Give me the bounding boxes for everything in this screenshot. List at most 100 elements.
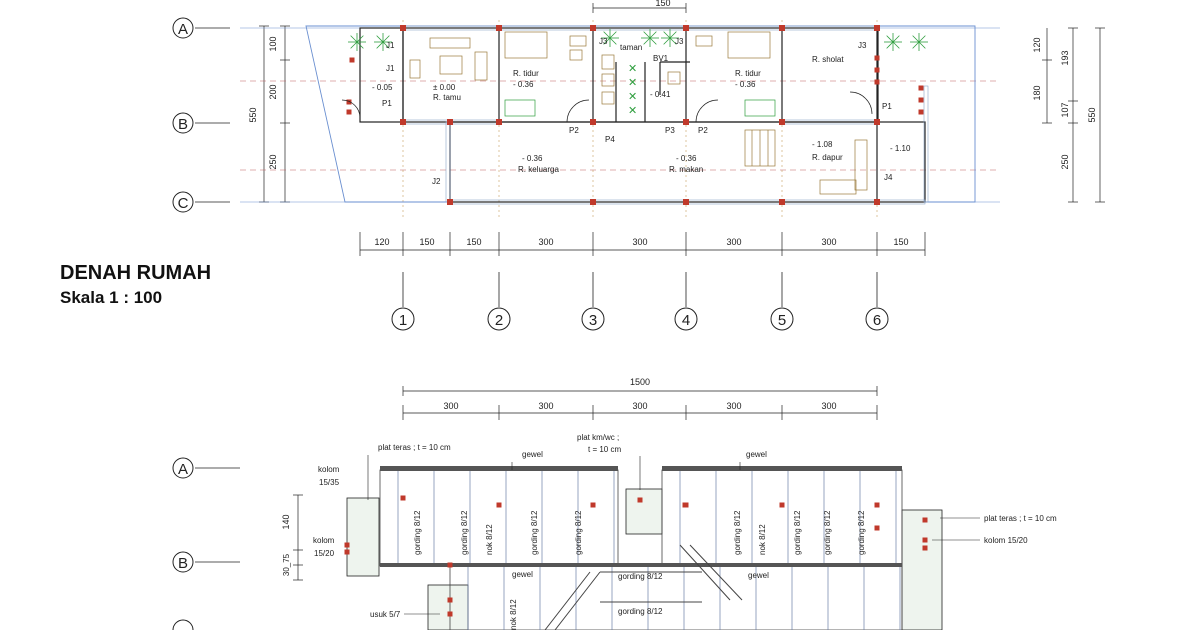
svg-text:gording 8/12: gording 8/12 bbox=[460, 510, 469, 555]
grid-col-3: 3 bbox=[581, 272, 605, 331]
grid-columns: 1 2 3 4 5 6 bbox=[391, 272, 889, 331]
callout-kolom-c: kolom bbox=[313, 536, 335, 545]
plant-symbol bbox=[374, 33, 392, 51]
svg-text:300: 300 bbox=[538, 237, 553, 247]
dim-140: 140 bbox=[281, 514, 291, 529]
label-j3-b: J3 bbox=[675, 37, 684, 46]
roof-column bbox=[874, 502, 880, 508]
dim-550-right: 550 bbox=[1087, 107, 1097, 122]
svg-text:B: B bbox=[178, 116, 188, 133]
column bbox=[683, 199, 689, 205]
shrub-symbol: ✕ bbox=[628, 91, 637, 103]
roof-column bbox=[344, 542, 350, 548]
column bbox=[683, 25, 689, 31]
room-labels: ± 0.00 R. tamu R. tidur - 0.36 taman R. … bbox=[372, 43, 911, 174]
callout-kolom-a: kolom bbox=[318, 465, 340, 474]
nightstand-symbol bbox=[569, 35, 587, 47]
column bbox=[779, 25, 785, 31]
svg-text:A: A bbox=[178, 461, 188, 478]
grid-col-6: 6 bbox=[865, 272, 889, 331]
label-taman: taman bbox=[620, 43, 642, 52]
dim-550-left: 550 bbox=[248, 107, 258, 122]
callout-usuk: usuk 5/7 bbox=[370, 610, 401, 619]
callout-gewel-2: gewel bbox=[746, 450, 767, 459]
callout-kolom-d: 15/20 bbox=[314, 549, 335, 558]
plat-teras-left bbox=[346, 497, 380, 577]
label-r-dapur: R. dapur bbox=[812, 153, 843, 162]
coffee-table-symbol bbox=[439, 55, 463, 75]
roof-column bbox=[400, 495, 406, 501]
callout-gewel-3: gewel bbox=[512, 570, 533, 579]
column bbox=[496, 119, 502, 125]
grid-row-b: B bbox=[172, 112, 230, 134]
dim-107-right: 107 bbox=[1060, 102, 1070, 117]
roof-grid-row-a: A bbox=[172, 457, 240, 479]
svg-text:150: 150 bbox=[419, 237, 434, 247]
wc-symbol bbox=[601, 54, 615, 70]
side-sofa-symbol bbox=[474, 51, 488, 81]
svg-text:B: B bbox=[178, 555, 188, 572]
svg-text:gording 8/12: gording 8/12 bbox=[618, 607, 663, 616]
svg-text:4: 4 bbox=[682, 312, 690, 329]
roof-column bbox=[922, 537, 928, 543]
svg-text:300: 300 bbox=[538, 401, 553, 411]
svg-text:gording 8/12: gording 8/12 bbox=[823, 510, 832, 555]
dim-200: 200 bbox=[268, 84, 278, 99]
svg-text:nok 8/12: nok 8/12 bbox=[485, 524, 494, 555]
label-j1-b: J1 bbox=[386, 64, 395, 73]
column bbox=[590, 25, 596, 31]
label-j1-a: J1 bbox=[386, 41, 395, 50]
label-p2-a: P2 bbox=[569, 126, 579, 135]
structural-columns bbox=[346, 25, 924, 205]
dim-1500: 1500 bbox=[630, 377, 650, 387]
plant-symbol bbox=[348, 33, 366, 51]
grid-col-2: 2 bbox=[487, 272, 511, 331]
level-dapur: - 1.08 bbox=[812, 140, 833, 149]
sofa-symbol bbox=[429, 37, 471, 49]
roof-column bbox=[779, 502, 785, 508]
callout-kolom-right: kolom 15/20 bbox=[984, 536, 1028, 545]
drawing-title: DENAH RUMAH bbox=[60, 262, 212, 284]
level-teras: - 0.05 bbox=[372, 83, 393, 92]
dim-193-right: 193 bbox=[1060, 50, 1070, 65]
dim-180-right: 180 bbox=[1032, 85, 1042, 100]
svg-text:6: 6 bbox=[873, 312, 881, 329]
svg-text:300: 300 bbox=[821, 401, 836, 411]
column-small bbox=[874, 79, 880, 85]
label-p3: P3 bbox=[665, 126, 675, 135]
label-r-keluarga: R. keluarga bbox=[518, 165, 559, 174]
armchair-symbol bbox=[409, 59, 421, 79]
level-side: - 1.10 bbox=[890, 144, 911, 153]
roof-column bbox=[922, 517, 928, 523]
svg-text:300: 300 bbox=[821, 237, 836, 247]
label-bv1: BV1 bbox=[653, 54, 669, 63]
label-j2: J2 bbox=[432, 177, 441, 186]
callout-gewel-4: gewel bbox=[748, 571, 769, 580]
furniture bbox=[409, 31, 868, 195]
roof-grid-row-b: B bbox=[172, 551, 240, 573]
svg-text:300: 300 bbox=[726, 237, 741, 247]
grid-col-5: 5 bbox=[770, 272, 794, 331]
label-r-sholat: R. sholat bbox=[812, 55, 844, 64]
callout-gewel-1: gewel bbox=[522, 450, 543, 459]
roof-left-dimensions bbox=[293, 494, 303, 581]
column-small bbox=[349, 57, 355, 63]
column bbox=[496, 25, 502, 31]
svg-text:300: 300 bbox=[443, 401, 458, 411]
bottom-dimensions bbox=[359, 232, 926, 256]
svg-text:2: 2 bbox=[495, 312, 503, 329]
callout-kolom-b: 15/35 bbox=[319, 478, 340, 487]
roof-column bbox=[682, 502, 688, 508]
svg-text:3: 3 bbox=[589, 312, 597, 329]
column-small bbox=[874, 55, 880, 61]
roof-column bbox=[447, 611, 453, 617]
svg-text:gording 8/12: gording 8/12 bbox=[793, 510, 802, 555]
label-r-tidur-1: R. tidur bbox=[513, 69, 539, 78]
column bbox=[874, 25, 880, 31]
dim-100: 100 bbox=[268, 36, 278, 51]
roof-top-dimension bbox=[402, 386, 878, 420]
svg-text:300: 300 bbox=[632, 401, 647, 411]
wall-hatching bbox=[402, 25, 929, 205]
